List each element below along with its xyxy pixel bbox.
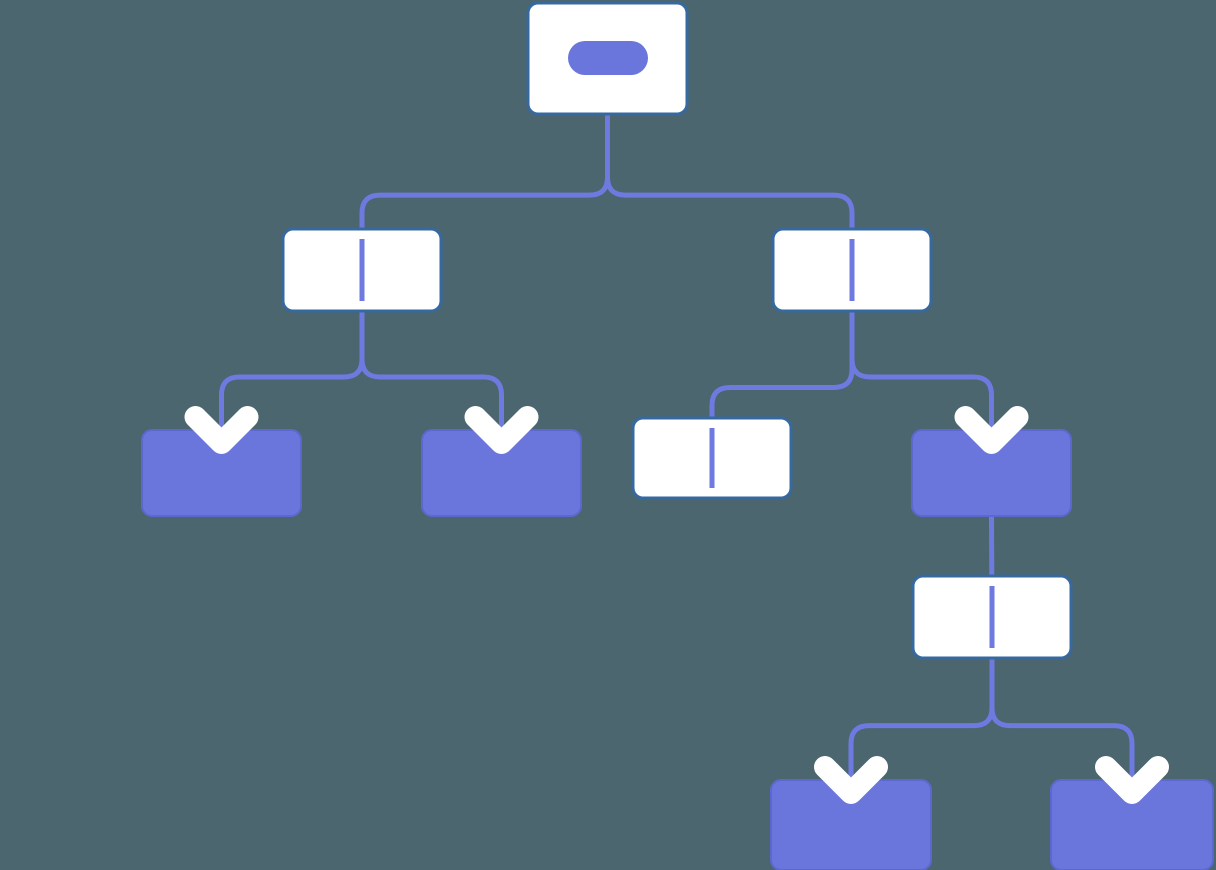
chevron-down-icon: [1095, 756, 1169, 804]
arrowhead-layer: [184, 239, 1169, 804]
edge-layer: [219, 114, 1135, 788]
edge-branch-left-to-leaf-2[interactable]: [359, 311, 504, 438]
edge-root-to-branch-right[interactable]: [605, 114, 855, 270]
chevron-down-icon: [814, 756, 888, 804]
edge-branch-right-to-leaf-3[interactable]: [709, 311, 855, 458]
root-pill-badge[interactable]: [568, 41, 648, 75]
chevron-down-icon: [184, 406, 259, 454]
edge-sub-branch-to-leaf-5[interactable]: [989, 658, 1135, 788]
root-node[interactable]: [526, 1, 689, 116]
chevron-down-icon: [464, 406, 539, 454]
chevron-down-icon: [954, 406, 1029, 454]
node-layer: [141, 1, 1214, 870]
edge-branch-right-to-child[interactable]: [849, 311, 994, 438]
